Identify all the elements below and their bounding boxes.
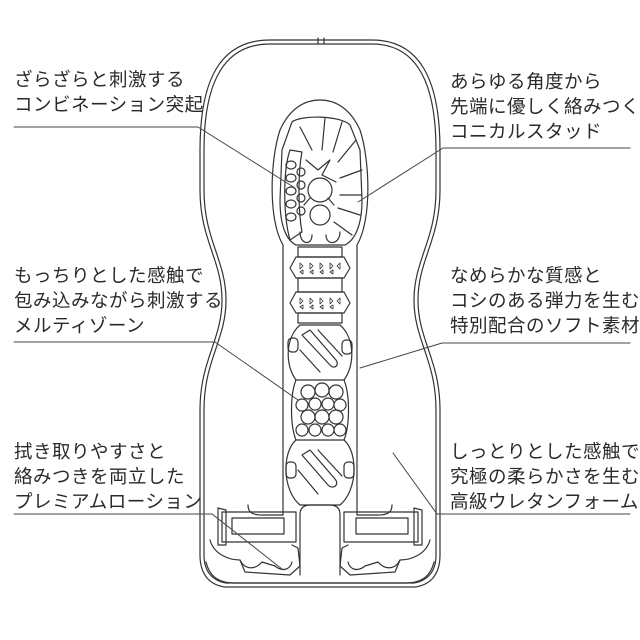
spiral-ribs-lower bbox=[285, 439, 355, 506]
callout-line: あらゆる角度から bbox=[450, 72, 603, 93]
callout-line: 拭き取りやすさと bbox=[14, 442, 167, 463]
callout-line: コンビネーション突起 bbox=[14, 95, 204, 116]
inner-sleeve bbox=[247, 99, 393, 516]
callout-line: 先端に優しく絡みつく bbox=[450, 97, 640, 118]
conical-studs bbox=[279, 116, 363, 246]
callout-line: なめらかな質感と bbox=[450, 266, 603, 287]
callout-conical-studs: あらゆる角度から 先端に優しく絡みつく コニカルスタッド bbox=[450, 70, 640, 145]
callout-line: 絡みつきを両立した bbox=[14, 467, 186, 488]
callout-line: コシのある弾力を生む bbox=[450, 291, 640, 312]
leader-mid-left bbox=[13, 341, 299, 401]
callout-line: 特別配合のソフト素材 bbox=[450, 316, 640, 337]
callout-line: プレミアムローション bbox=[14, 492, 203, 513]
callout-soft-material: なめらかな質感と コシのある弾力を生む 特別配合のソフト素材 bbox=[450, 264, 640, 339]
leader-bot-right bbox=[392, 452, 631, 515]
callout-line: ざらざらと刺激する bbox=[14, 70, 186, 91]
callout-melty-zone: もっちりとした感触で 包み込みながら刺激する メルティゾーン bbox=[14, 264, 223, 339]
callout-combination-bumps: ざらざらと刺激する コンビネーション突起 bbox=[14, 68, 204, 118]
callout-line: コニカルスタッド bbox=[450, 122, 603, 143]
callout-line: もっちりとした感触で bbox=[14, 266, 205, 287]
callout-line: 高級ウレタンフォーム bbox=[450, 492, 639, 513]
callout-line: しっとりとした感触で bbox=[450, 442, 640, 463]
outer-shell bbox=[199, 37, 441, 588]
combination-bumps bbox=[284, 149, 306, 241]
leader-lines bbox=[13, 126, 631, 570]
spiral-ribs-upper bbox=[287, 324, 353, 381]
melty-zone bbox=[290, 379, 350, 441]
leader-mid-right bbox=[359, 342, 631, 369]
leader-top-right bbox=[357, 147, 631, 203]
callout-urethane-foam: しっとりとした感触で 究極の柔らかさを生む 高級ウレタンフォーム bbox=[450, 440, 640, 515]
leader-bot-left bbox=[13, 513, 283, 570]
callout-line: メルティゾーン bbox=[14, 316, 145, 337]
studded-rings bbox=[289, 246, 351, 324]
leader-top-left bbox=[13, 126, 296, 189]
callout-line: 究極の柔らかさを生む bbox=[450, 467, 640, 488]
callout-premium-lotion: 拭き取りやすさと 絡みつきを両立した プレミアムローション bbox=[14, 440, 202, 515]
callout-line: 包み込みながら刺激する bbox=[14, 291, 224, 312]
base-cap bbox=[205, 504, 435, 584]
